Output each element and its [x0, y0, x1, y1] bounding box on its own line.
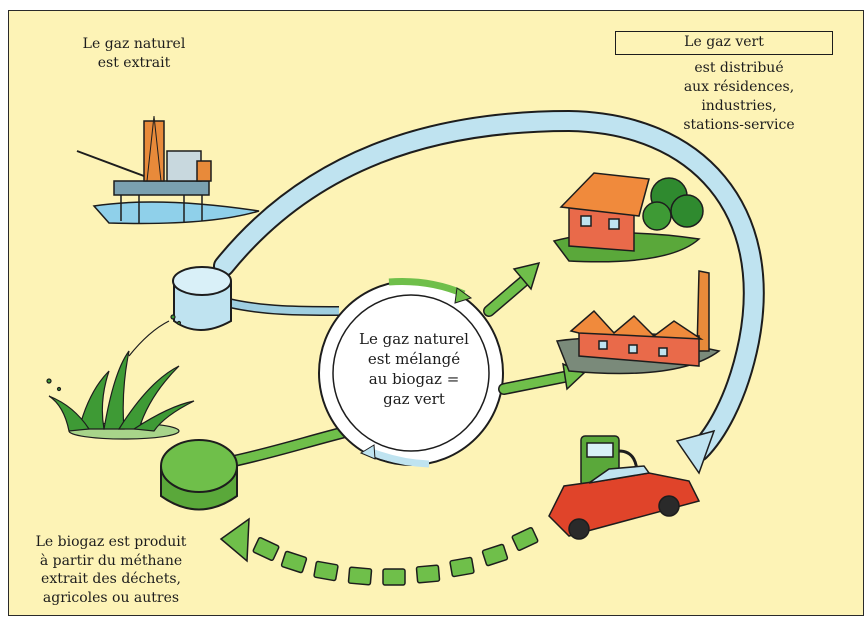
- biogas-tank: [160, 439, 238, 511]
- car-icon: [548, 465, 701, 540]
- mixing-ring: [318, 278, 504, 468]
- diagram-artwork: [46, 109, 765, 586]
- house-icon: [552, 172, 704, 263]
- output-arrow-houses: [483, 261, 541, 317]
- factory-icon: [555, 270, 721, 375]
- biogas-return-arrow: [219, 517, 539, 586]
- label-green-gas-distributed: est distribué aux résidences, industries…: [683, 60, 795, 133]
- label-natural-gas-extracted: Le gaz naturel est extrait: [82, 36, 186, 71]
- grass-plant-icon: [46, 314, 195, 440]
- natural-gas-distribution-arrow: [213, 109, 765, 475]
- natural-gas-tank: [172, 266, 232, 331]
- label-green-gas-title: Le gaz vert: [615, 31, 833, 55]
- diagram-frame: Le gaz naturel est extrait Le gaz vert e…: [8, 10, 864, 616]
- label-mixing: Le gaz naturel est mélangé au biogaz = g…: [359, 330, 469, 408]
- oil-platform-icon: [76, 115, 260, 225]
- label-biogas-produced: Le biogaz est produit à partir du méthan…: [35, 534, 187, 606]
